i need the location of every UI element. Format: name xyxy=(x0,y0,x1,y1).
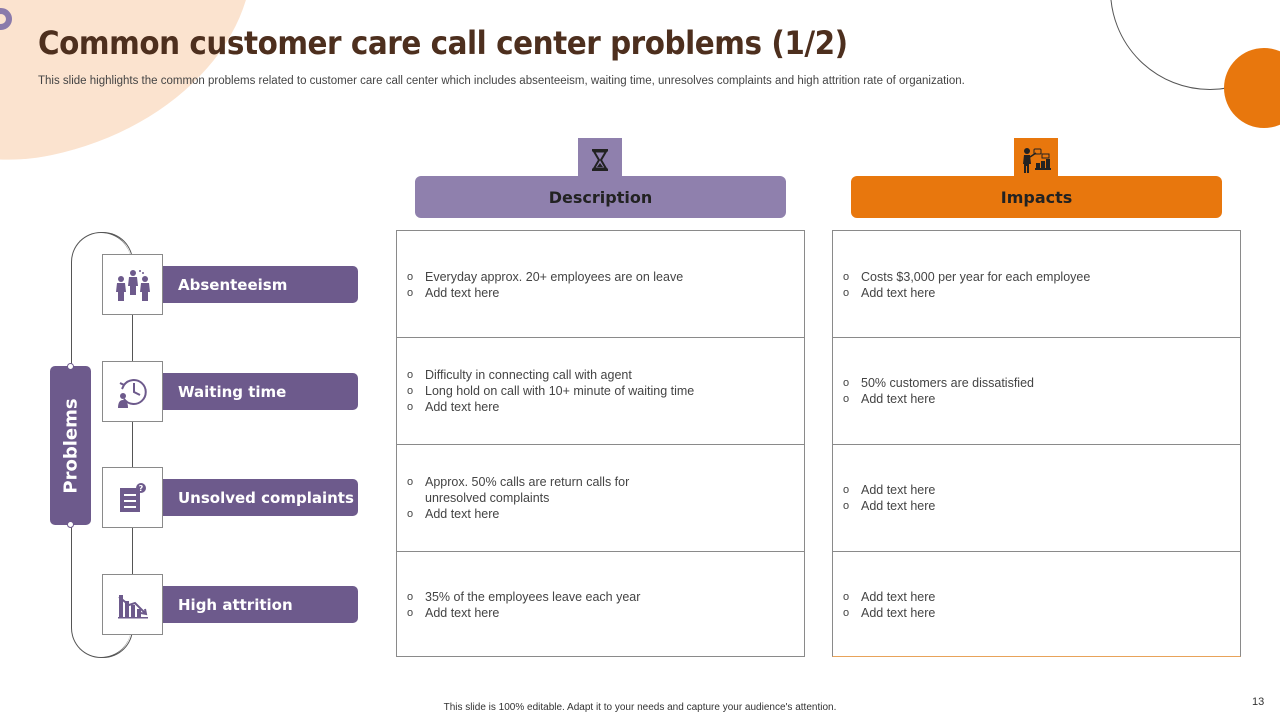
description-cell: Approx. 50% calls are return calls for u… xyxy=(397,445,804,552)
description-cell: Everyday approx. 20+ employees are on le… xyxy=(397,231,804,338)
list-item: 35% of the employees leave each year xyxy=(407,589,640,605)
problem-label-text: High attrition xyxy=(178,595,293,614)
problem-label-waiting-time: Waiting time xyxy=(163,373,358,410)
list-item: Costs $3,000 per year for each employee xyxy=(843,269,1090,285)
list-item: Add text here xyxy=(407,399,694,415)
connector-segment xyxy=(132,421,133,467)
list-item: Add text here xyxy=(843,605,935,621)
hourglass-icon xyxy=(577,137,623,183)
page-subtitle: This slide highlights the common problem… xyxy=(38,75,965,87)
svg-text:?: ? xyxy=(138,484,143,493)
list-item: Add text here xyxy=(407,506,647,522)
impacts-cell: Costs $3,000 per year for each employee … xyxy=(833,231,1240,338)
problems-label: Problems xyxy=(60,397,81,494)
problem-label-text: Waiting time xyxy=(178,382,287,401)
connector-segment xyxy=(132,527,133,574)
list-item: Long hold on call with 10+ minute of wai… xyxy=(407,383,694,399)
list-item: Add text here xyxy=(407,605,640,621)
people-icon xyxy=(102,254,163,315)
description-header-label: Description xyxy=(548,187,653,207)
decorative-orange-circle xyxy=(1224,48,1280,128)
problem-label-text: Unsolved complaints xyxy=(178,488,354,507)
list-item: 50% customers are dissatisfied xyxy=(843,375,1034,391)
list-item: Add text here xyxy=(843,589,935,605)
impacts-cell: Add text here Add text here xyxy=(833,552,1240,658)
page-title: Common customer care call center problem… xyxy=(38,24,848,62)
problem-label-absenteeism: Absenteeism xyxy=(163,266,358,303)
description-table: Everyday approx. 20+ employees are on le… xyxy=(396,230,805,657)
description-cell: Difficulty in connecting call with agent… xyxy=(397,338,804,445)
problem-label-high-attrition: High attrition xyxy=(163,586,358,623)
impacts-cell: 50% customers are dissatisfied Add text … xyxy=(833,338,1240,445)
impacts-cell: Add text here Add text here xyxy=(833,445,1240,552)
description-cell: 35% of the employees leave each year Add… xyxy=(397,552,804,658)
connector-dot xyxy=(67,521,74,528)
list-item: Everyday approx. 20+ employees are on le… xyxy=(407,269,683,285)
page-number: 13 xyxy=(1252,696,1265,708)
decorative-ring xyxy=(0,8,12,30)
list-item: Add text here xyxy=(843,285,1090,301)
problem-label-unsolved-complaints: Unsolved complaints xyxy=(163,479,358,516)
list-item: Add text here xyxy=(843,391,1034,407)
list-item: Difficulty in connecting call with agent xyxy=(407,367,694,383)
list-item: Add text here xyxy=(843,482,935,498)
list-item: Approx. 50% calls are return calls for u… xyxy=(407,474,647,506)
impacts-header-label: Impacts xyxy=(1000,187,1073,207)
problems-label-pill: Problems xyxy=(50,366,91,525)
clock-person-icon xyxy=(102,361,163,422)
file-question-icon: ? xyxy=(102,467,163,528)
footer-note: This slide is 100% editable. Adapt it to… xyxy=(443,702,837,713)
presenter-icon xyxy=(1013,137,1059,183)
impacts-table: Costs $3,000 per year for each employee … xyxy=(832,230,1241,657)
connector-dot xyxy=(67,363,74,370)
description-header: Description xyxy=(415,176,786,218)
list-item: Add text here xyxy=(407,285,683,301)
list-item: Add text here xyxy=(843,498,935,514)
impacts-header: Impacts xyxy=(851,176,1222,218)
connector-segment xyxy=(132,315,133,361)
declining-chart-icon xyxy=(102,574,163,635)
problem-label-text: Absenteeism xyxy=(178,275,288,294)
